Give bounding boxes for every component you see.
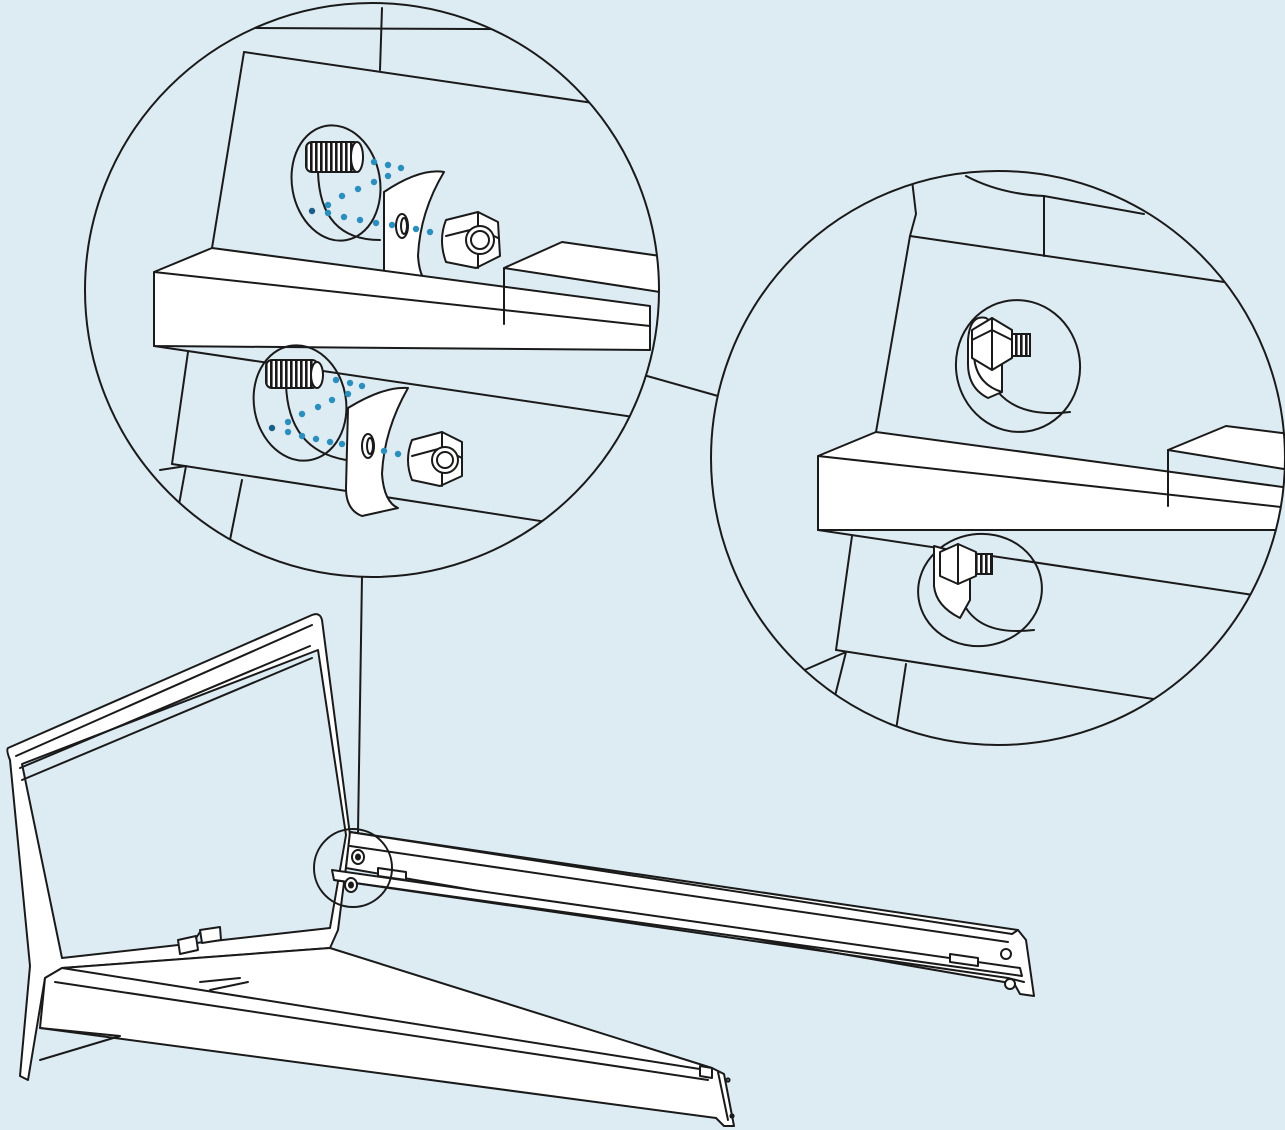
rail-end-hole-1 <box>1000 948 1012 960</box>
clip-icon-bottom <box>345 386 409 517</box>
dotted-guide-bottom <box>268 376 402 458</box>
zoom-source-circle <box>313 828 393 908</box>
rail-end-hole-2 <box>1004 978 1016 990</box>
rail-ledge-right <box>331 869 1023 977</box>
callout-line-2 <box>639 373 719 397</box>
zoom-detail-exploded <box>84 2 660 578</box>
zoom-circle-a <box>84 2 660 578</box>
hook-bracket <box>177 926 222 955</box>
side-rail-left <box>39 947 735 1127</box>
side-rail-right <box>345 831 1035 997</box>
dotted-guide-top <box>308 158 434 236</box>
bed-frame-overview <box>6 613 1035 1127</box>
zoom-circle-b <box>710 170 1285 746</box>
callout-line-1 <box>357 575 363 833</box>
zoom-detail-assembled <box>710 170 1285 746</box>
